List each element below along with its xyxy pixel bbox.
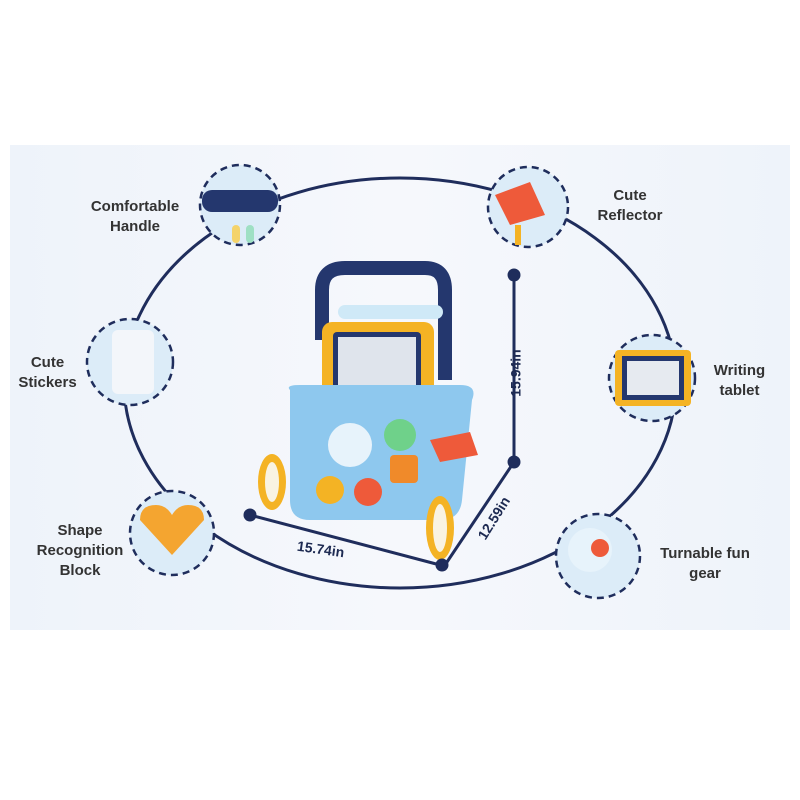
label-line: Stickers: [18, 374, 77, 391]
label-tablet: Writing tablet: [702, 361, 777, 401]
label-line: Block: [59, 562, 101, 579]
label-line: Recognition: [36, 542, 124, 559]
label-line: Cute: [613, 187, 647, 204]
label-line: Writing: [713, 362, 766, 379]
baby-walker-image: [258, 261, 478, 560]
dimension-lines: [243, 268, 521, 572]
label-line: Handle: [109, 218, 160, 235]
label-line: gear: [689, 565, 721, 582]
label-line: Reflector: [597, 207, 663, 224]
label-line: tablet: [719, 382, 760, 399]
label-gear: Turnable fun gear: [645, 544, 765, 584]
label-line: Cute: [30, 354, 65, 371]
label-line: Shape: [57, 522, 103, 539]
label-line: Comfortable: [90, 198, 180, 215]
label-line: Turnable fun: [660, 545, 750, 562]
height-dimension: 15.94in: [507, 349, 524, 397]
